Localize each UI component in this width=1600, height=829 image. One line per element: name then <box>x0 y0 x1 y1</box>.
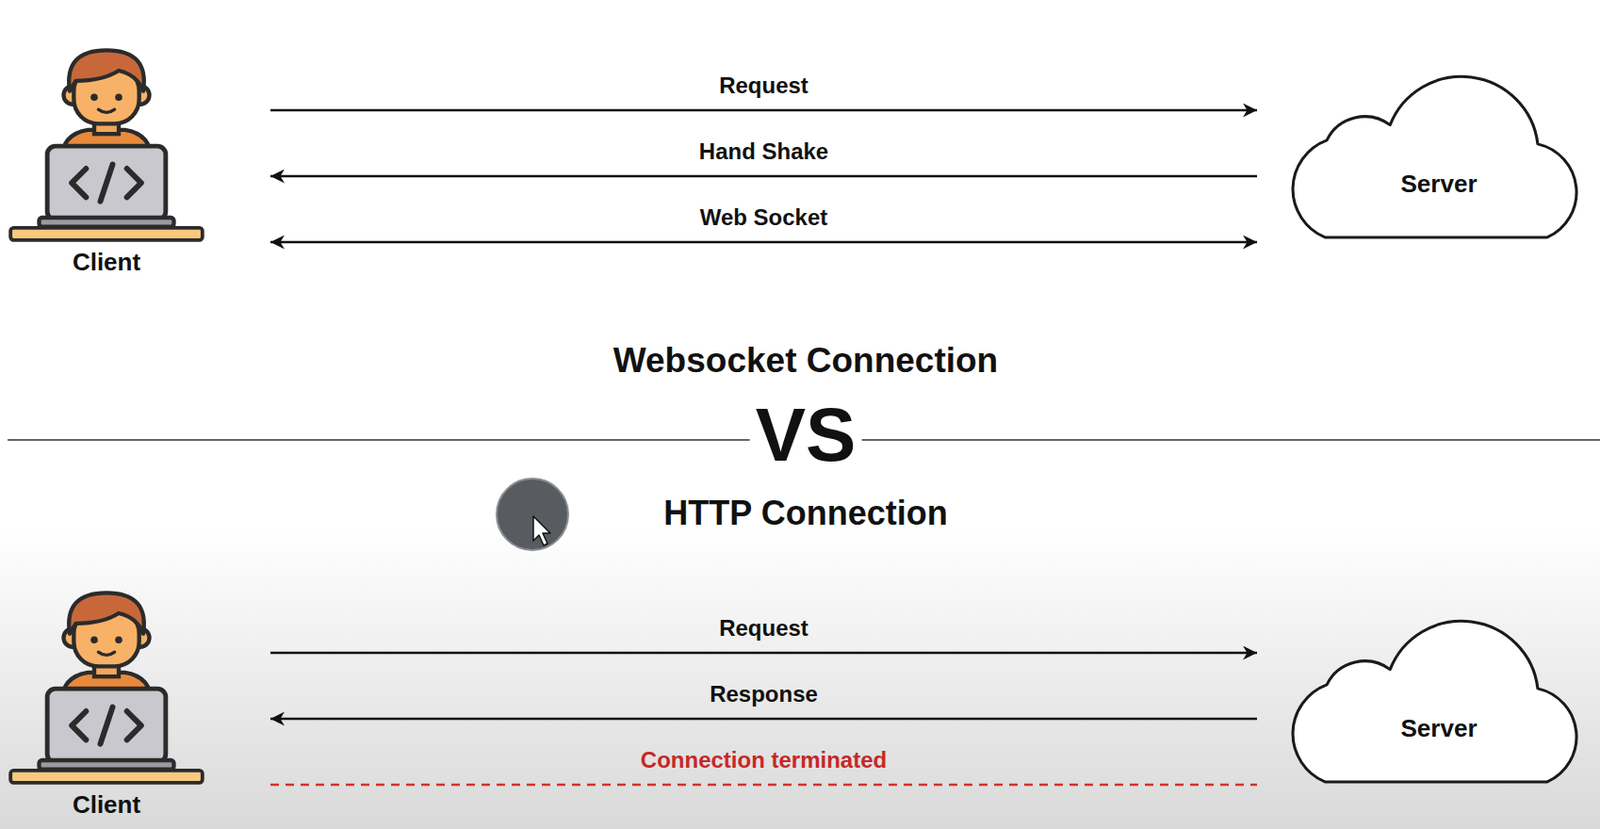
cursor-arrow <box>533 516 551 546</box>
cloud-outline <box>1267 610 1598 790</box>
message-arrow <box>270 652 1258 655</box>
versus-mark: VS <box>750 397 863 474</box>
status-label: Connection terminated <box>640 747 887 774</box>
client-label: Client <box>8 790 205 819</box>
client-illustration <box>8 46 205 243</box>
cloud-outline <box>1267 65 1598 245</box>
client-illustration <box>8 588 205 785</box>
cloud-shape <box>1292 620 1577 783</box>
message-label: Web Socket <box>700 204 829 231</box>
cursor-halo <box>496 478 569 551</box>
message-arrow <box>270 718 1258 721</box>
message-arrow <box>270 109 1258 113</box>
client-icon <box>10 592 203 784</box>
client-node: Client <box>8 588 205 819</box>
message-arrow <box>270 241 1258 245</box>
section-heading: HTTP Connection <box>663 493 947 533</box>
client-label: Client <box>8 247 205 277</box>
message-label: Response <box>709 681 818 708</box>
client-node: Client <box>8 46 205 277</box>
client-icon <box>10 49 203 241</box>
server-label: Server <box>1280 712 1598 745</box>
server-label: Server <box>1280 167 1598 200</box>
section-heading: Websocket Connection <box>613 341 998 382</box>
lower-panel <box>0 527 1600 829</box>
message-label: Request <box>718 615 809 642</box>
server-node: Server <box>1267 610 1598 790</box>
message-label: Request <box>718 72 809 99</box>
message-label: Hand Shake <box>699 138 829 165</box>
cloud-shape <box>1292 76 1577 238</box>
pointer-cursor <box>496 478 569 551</box>
message-arrow <box>270 175 1258 179</box>
terminated-line <box>270 783 1258 787</box>
server-node: Server <box>1267 65 1598 245</box>
